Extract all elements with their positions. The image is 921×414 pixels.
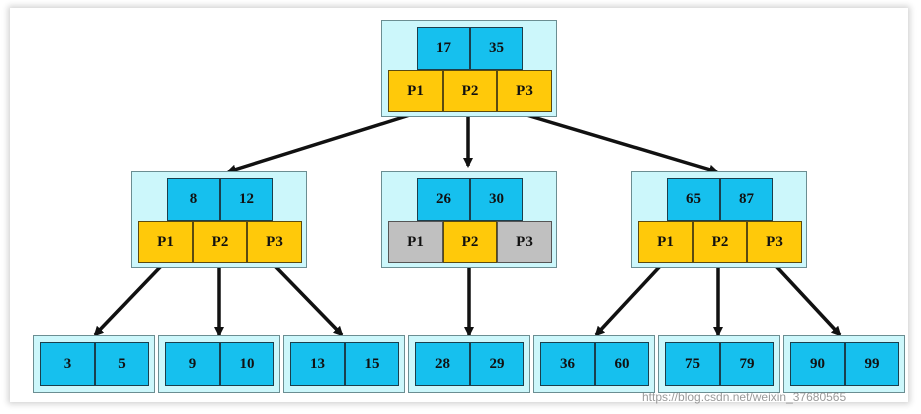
internal-pointer: P3 (247, 221, 302, 263)
internal-pointer: P2 (443, 221, 497, 263)
internal-key: 12 (220, 178, 273, 221)
internal-pointer: P2 (693, 221, 747, 263)
leaf-key: 75 (665, 342, 720, 386)
leaf-node: 3 5 (33, 335, 155, 393)
leaf-node: 90 99 (783, 335, 905, 393)
internal-pointer-unused: P1 (388, 221, 443, 263)
internal-key: 87 (720, 178, 773, 221)
root-pointer: P3 (497, 70, 552, 112)
root-node: 17 35 P1 P2 P3 (381, 20, 557, 117)
internal-pointer: P2 (193, 221, 247, 263)
leaf-key: 13 (290, 342, 345, 386)
leaf-key: 5 (95, 342, 149, 386)
internal-node: 8 12 P1 P2 P3 (131, 171, 307, 268)
leaf-node: 36 60 (533, 335, 655, 393)
leaf-key: 99 (845, 342, 899, 386)
root-pointer: P2 (443, 70, 497, 112)
internal-key: 30 (470, 178, 523, 221)
leaf-key: 10 (220, 342, 274, 386)
internal-key: 65 (667, 178, 720, 221)
internal-pointer-unused: P3 (497, 221, 552, 263)
internal-key: 26 (417, 178, 470, 221)
leaf-key: 15 (345, 342, 399, 386)
internal-pointer: P3 (747, 221, 802, 263)
leaf-key: 90 (790, 342, 845, 386)
leaf-key: 3 (40, 342, 95, 386)
leaf-key: 36 (540, 342, 595, 386)
watermark: https://blog.csdn.net/weixin_37680565 (642, 390, 847, 404)
internal-pointer: P1 (138, 221, 193, 263)
leaf-key: 60 (595, 342, 649, 386)
leaf-key: 29 (470, 342, 524, 386)
internal-pointer: P1 (638, 221, 693, 263)
leaf-key: 79 (720, 342, 774, 386)
leaf-node: 13 15 (283, 335, 405, 393)
leaf-node: 75 79 (658, 335, 780, 393)
internal-node: 65 87 P1 P2 P3 (631, 171, 807, 268)
leaf-node: 28 29 (408, 335, 530, 393)
leaf-node: 9 10 (158, 335, 280, 393)
internal-key: 8 (167, 178, 220, 221)
root-key: 17 (417, 27, 470, 70)
leaf-key: 9 (165, 342, 220, 386)
root-key: 35 (470, 27, 523, 70)
leaf-key: 28 (415, 342, 470, 386)
internal-node: 26 30 P1 P2 P3 (381, 171, 557, 268)
root-pointer: P1 (388, 70, 443, 112)
